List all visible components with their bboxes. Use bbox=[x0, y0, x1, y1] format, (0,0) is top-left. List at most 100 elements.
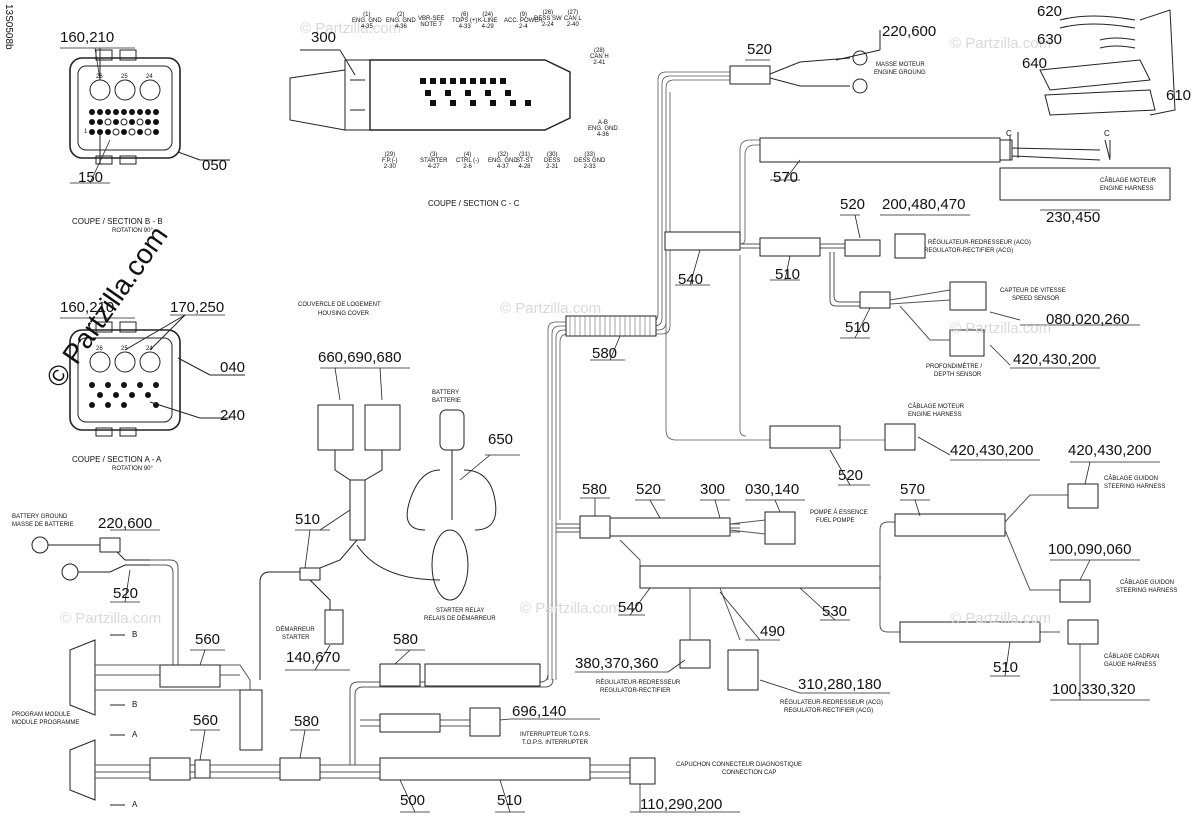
connector-section-aa bbox=[69, 314, 245, 437]
caption-steering-fr: CÂBLAGE GUIDON bbox=[1104, 476, 1159, 482]
caption-rotation: ROTATION 90° bbox=[112, 466, 153, 472]
convoluted-tube-580-ribs bbox=[569, 316, 651, 336]
caption-fuel-pump-fr: POMPE À ESSENCE bbox=[810, 510, 868, 516]
connector-section-cc bbox=[289, 49, 571, 131]
caption-tops-en: T.O.P.S. INTERRUPTER bbox=[522, 740, 588, 746]
ref-label: 100,090,060 bbox=[1048, 541, 1132, 558]
ref-label: 220,600 bbox=[98, 515, 153, 532]
caption-section-aa: COUPE / SECTION A - A bbox=[72, 455, 162, 464]
ref-label: 610 bbox=[1166, 87, 1192, 104]
caption-starter-en: STARTER bbox=[282, 635, 310, 641]
ref-label: 580 bbox=[582, 481, 608, 498]
caption-gauge-en: GAUGE HARNESS bbox=[1104, 662, 1157, 668]
caption-gauge-fr: CÂBLAGE CADRAN bbox=[1104, 654, 1160, 660]
ref-label: 696,140 bbox=[512, 703, 567, 720]
ref-label: 510 bbox=[845, 319, 871, 336]
caption-engine-harness-en: ENGINE HARNESS bbox=[1100, 186, 1154, 192]
caption-starter-fr: DÉMARREUR bbox=[276, 627, 315, 633]
cut-label: C bbox=[1006, 129, 1012, 138]
caption-program-module-en: PROGRAM MODULE bbox=[12, 712, 71, 718]
engine-ground-branch bbox=[729, 30, 881, 94]
caption-speed-en: SPEED SENSOR bbox=[1012, 296, 1060, 302]
ref-label: 300 bbox=[700, 481, 726, 498]
caption-battery-ground-en: BATTERY GROUND bbox=[12, 514, 68, 520]
engine-harness-top-branch bbox=[666, 136, 1171, 245]
ref-label: 510 bbox=[775, 266, 801, 283]
ref-label: 380,370,360 bbox=[575, 655, 659, 672]
ref-label: 080,020,260 bbox=[1046, 311, 1130, 328]
cut-label: B bbox=[132, 630, 138, 639]
ref-label: 500 bbox=[400, 792, 426, 809]
leader-lines bbox=[60, 47, 1160, 813]
caption-depth-fr: PROFONDIMÈTRE / bbox=[926, 364, 983, 370]
caption-engine-ground-fr: MASSE MOTEUR bbox=[876, 62, 925, 68]
cut-label: A bbox=[132, 800, 138, 809]
caption-engine-harness-fr: CÂBLAGE MOTEUR bbox=[908, 404, 965, 410]
caption-diag-en: CONNECTION CAP bbox=[722, 770, 777, 776]
caption-section-bb: COUPE / SECTION B - B bbox=[72, 217, 163, 226]
watermark: © Partzilla.com bbox=[300, 20, 402, 37]
cut-label: A bbox=[132, 730, 138, 739]
ref-label: 170,250 bbox=[170, 299, 225, 316]
steering-harness-branch bbox=[619, 483, 1099, 691]
caption-engine-harness-fr: CÂBLAGE MOTEUR bbox=[1100, 178, 1157, 184]
cut-label: C bbox=[1104, 129, 1110, 138]
program-module-section bbox=[69, 639, 656, 801]
ref-label: 420,430,200 bbox=[1068, 442, 1152, 459]
ref-label: 510 bbox=[295, 511, 321, 528]
cut-label: B bbox=[132, 700, 138, 709]
convoluted-tube-540-top bbox=[664, 231, 741, 251]
ref-label: 520 bbox=[636, 481, 662, 498]
caption-regrect-en: REGULATOR-RECTIFIER (ACG) bbox=[784, 708, 874, 714]
pin-label: (28) CAN H 2-41 bbox=[590, 48, 609, 66]
watermark: © Partzilla.com bbox=[520, 600, 622, 617]
ref-label: 560 bbox=[193, 712, 219, 729]
ref-label: 520 bbox=[113, 585, 139, 602]
ref-label: 520 bbox=[747, 41, 773, 58]
caption-regrect-fr: RÉGULATEUR-REDRESSEUR (ACG) bbox=[928, 240, 1031, 246]
caption-section-cc: COUPE / SECTION C - C bbox=[428, 199, 520, 208]
ref-label: 530 bbox=[822, 603, 848, 620]
caption-regrect-fr: RÉGULATEUR-REDRESSEUR (ACG) bbox=[780, 700, 883, 706]
caption-battery-fr: BATTERIE bbox=[432, 398, 461, 404]
pin-number: 24 bbox=[146, 346, 153, 352]
pin-label: (1) ENG. GND 4-35 bbox=[352, 12, 382, 30]
caption-diag-fr: CAPUCHON CONNECTEUR DIAGNOSTIQUE bbox=[676, 762, 803, 768]
battery-ground-branch bbox=[31, 536, 179, 670]
ref-label: 230,450 bbox=[1046, 209, 1101, 226]
ref-label: 220,600 bbox=[882, 23, 937, 40]
ref-label: 560 bbox=[195, 631, 221, 648]
pin-number: 26 bbox=[96, 346, 103, 352]
caption-steering-en: STEERING HARNESS bbox=[1104, 484, 1166, 490]
caption-regrect-fr: RÉGULATEUR-REDRESSEUR bbox=[596, 680, 681, 686]
caption-fuel-pump-en: FUEL POMPE bbox=[816, 518, 855, 524]
ref-label: 640 bbox=[1022, 55, 1048, 72]
caption-program-module-fr: MODULE PROGRAMME bbox=[12, 720, 80, 726]
ref-label: 570 bbox=[773, 169, 799, 186]
caption-regrect-en: REGULATOR-RECTIFIER bbox=[600, 688, 671, 694]
watermark: © Partzilla.com bbox=[500, 300, 602, 317]
pin-label: (27) CAN L 2-40 bbox=[564, 10, 582, 28]
pin-label: A-B ENG. GND 4-36 bbox=[588, 120, 618, 138]
pin-number: 26 bbox=[96, 74, 103, 80]
pin-number: 1 bbox=[84, 129, 88, 135]
convoluted-tube-580 bbox=[565, 315, 657, 337]
ref-label: 630 bbox=[1037, 31, 1063, 48]
pin-number: 25 bbox=[121, 346, 128, 352]
ref-label: 540 bbox=[678, 271, 704, 288]
ref-label: 200,480,470 bbox=[882, 196, 966, 213]
ref-label: 140,670 bbox=[286, 649, 341, 666]
pin-label: VBR-SEE NOTE 7 bbox=[418, 16, 445, 28]
ref-label: 310,280,180 bbox=[798, 676, 882, 693]
caption-speed-fr: CAPTEUR DE VITESSE bbox=[1000, 288, 1066, 294]
fuel-pump-branch bbox=[556, 511, 796, 545]
caption-depth-en: DEPTH SENSOR bbox=[934, 372, 982, 378]
ref-label: 030,140 bbox=[745, 481, 800, 498]
caption-battery-en: BATTERY bbox=[432, 390, 460, 396]
ref-label: 490 bbox=[760, 623, 786, 640]
caption-housing-cover-fr: COUVERCLE DE LOGEMENT bbox=[298, 302, 381, 308]
caption-rotation: ROTATION 90° bbox=[112, 228, 153, 234]
ref-label: 040 bbox=[220, 359, 246, 376]
caption-starter-relay-fr: RELAIS DE DÉMARREUR bbox=[424, 616, 496, 622]
